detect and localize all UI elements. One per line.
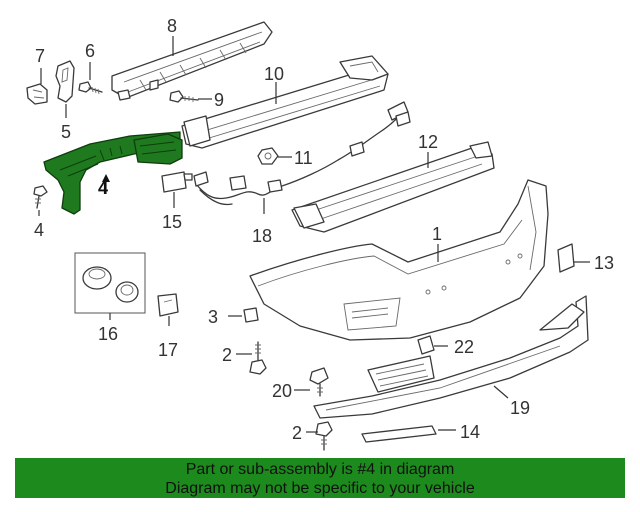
callout-22: 22: [454, 337, 474, 357]
part-7-bolt[interactable]: [78, 81, 103, 95]
callout-8: 7: [35, 46, 45, 66]
callout-12: 11: [294, 148, 313, 168]
callout-11: 10: [264, 64, 284, 84]
callout-18: 17: [158, 340, 178, 360]
callout-17: 16: [98, 324, 118, 344]
part-17-sensor-kit[interactable]: [74, 252, 146, 314]
callout-5: 4: [34, 220, 44, 240]
part-18-clip[interactable]: [157, 293, 179, 317]
leader-20: [493, 385, 509, 399]
callout-15: 14: [460, 422, 480, 442]
part-9-bracket-bar[interactable]: [111, 21, 273, 101]
part-14-trim[interactable]: [557, 243, 575, 273]
callout-2-lower: 2: [292, 423, 302, 443]
callout-3: 3: [208, 307, 218, 327]
part-19-wiring-harness[interactable]: [193, 101, 411, 206]
part-1-bumper-fascia[interactable]: [249, 179, 549, 341]
part-2-bolt-upper[interactable]: [249, 341, 267, 375]
part-6-bracket[interactable]: [55, 60, 75, 103]
callout-20: 19: [510, 398, 530, 418]
banner-line-1: Part or sub-assembly is #4 in diagram: [185, 461, 455, 478]
part-21-bolt[interactable]: [309, 367, 329, 397]
part-12-nut[interactable]: [257, 147, 279, 165]
callout-4: 4: [98, 178, 108, 198]
callout-2-upper: 2: [222, 345, 232, 365]
callout-9: 8: [167, 16, 177, 36]
callout-7: 6: [85, 41, 95, 61]
part-3-retainer[interactable]: [243, 307, 259, 323]
part-13-upper-support[interactable]: [291, 141, 495, 233]
parts-diagram: 7 5 6 8 9 10: [26, 16, 614, 451]
callout-10: 9: [214, 90, 224, 110]
callout-1: 1: [432, 224, 442, 244]
banner-line-2: Diagram may not be specific to your vehi…: [165, 480, 475, 497]
part-4-bracket-highlighted[interactable]: [43, 131, 183, 215]
info-banner: Part or sub-assembly is #4 in diagram Di…: [15, 458, 625, 498]
part-2-bolt-lower[interactable]: [315, 421, 333, 451]
part-11-impact-bar[interactable]: [181, 55, 389, 149]
part-22-clip[interactable]: [417, 335, 435, 355]
callout-16: 15: [162, 212, 182, 232]
part-8-clip[interactable]: [26, 83, 48, 105]
part-20-lower-fascia[interactable]: [313, 295, 589, 419]
callout-13: 12: [418, 132, 438, 152]
leader-4-arrow: [102, 174, 110, 182]
callout-6: 5: [61, 122, 71, 142]
part-5-screw[interactable]: [33, 185, 48, 209]
part-15-reflector[interactable]: [361, 425, 437, 443]
part-10-bolt[interactable]: [169, 90, 199, 103]
callout-19: 18: [252, 226, 272, 246]
part-16-module[interactable]: [161, 171, 193, 193]
callout-14: 13: [594, 253, 614, 273]
callout-21: 20: [272, 381, 292, 401]
